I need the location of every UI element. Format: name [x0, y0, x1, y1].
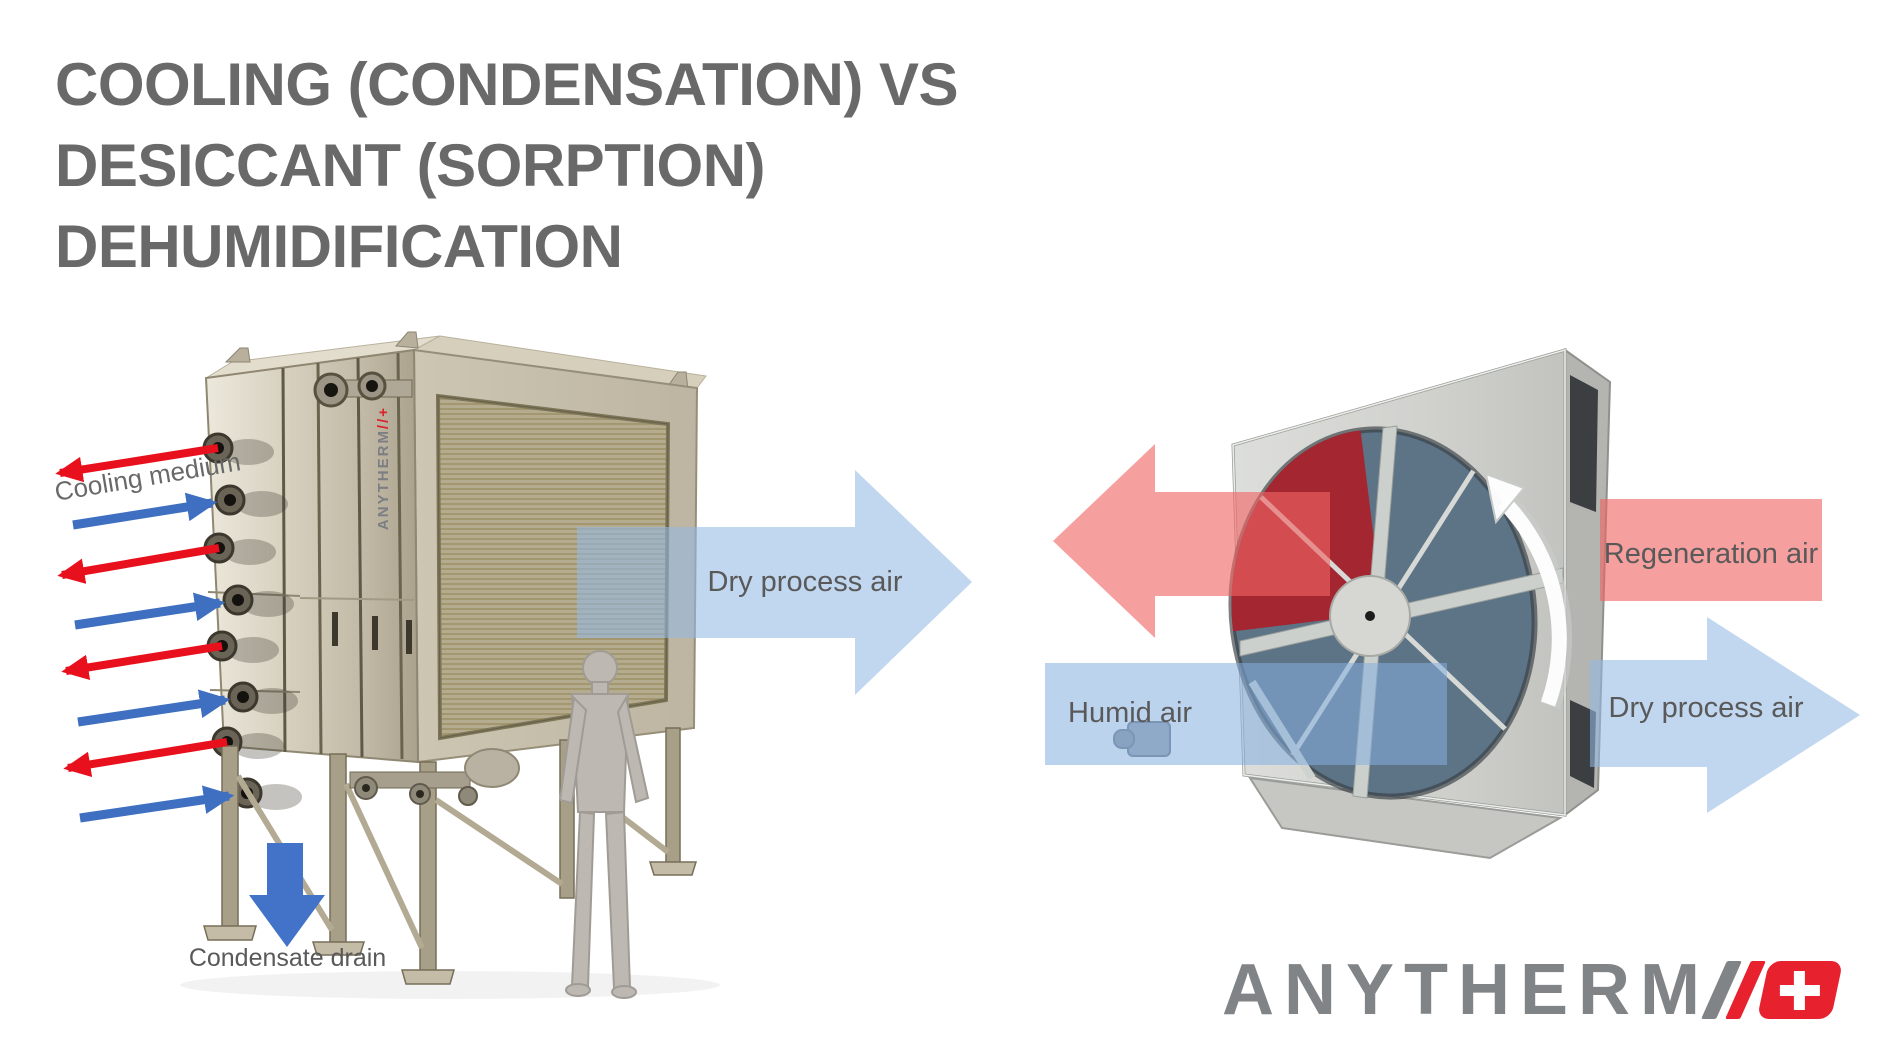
- cooling-ports: [202, 432, 302, 810]
- humid-air-label: Humid air: [1068, 697, 1193, 729]
- desiccant-wheel-unit: [1113, 348, 1612, 860]
- logo-wordmark: ANYTHERM: [1222, 950, 1710, 1030]
- dry-process-air-label-left: Dry process air: [707, 566, 903, 598]
- rotor-wheel: [1228, 426, 1538, 800]
- machine-brand-suffix: //+: [375, 405, 392, 430]
- humid-air-band: [1045, 663, 1447, 765]
- drain-piping: [349, 748, 520, 806]
- cooling-medium-label: Cooling medium: [52, 446, 243, 507]
- dry-process-air-label-right: Dry process air: [1608, 692, 1804, 724]
- rotation-arrow-icon: [1484, 472, 1573, 710]
- condensate-drain-label: Condensate drain: [188, 944, 387, 972]
- dry-process-air-arrow-right: [1590, 617, 1860, 813]
- heat-exchanger-unit: [180, 331, 720, 999]
- regeneration-air-label: Regeneration air: [1603, 538, 1819, 570]
- title-line-2: DESICCANT (SORPTION): [55, 132, 766, 199]
- person-figure: [558, 650, 650, 999]
- regeneration-exhaust-arrow: [1053, 444, 1330, 638]
- machine-brand-name: ANYTHERM: [375, 429, 392, 531]
- logo-plus-badge: [1756, 961, 1844, 1019]
- cooling-medium-out-arrows: [55, 444, 228, 778]
- title-line-3: DEHUMIDIFICATION: [55, 213, 623, 280]
- regeneration-sector: [1231, 430, 1383, 632]
- cooling-medium-in-arrows: [72, 492, 235, 823]
- machine-legs: [203, 727, 698, 985]
- condensate-drain-arrow: [249, 843, 325, 947]
- anytherm-logo: ANYTHERM: [1222, 950, 1844, 1030]
- slide-title: COOLING (CONDENSATION) VS DESICCANT (SOR…: [55, 44, 1155, 287]
- machine-brand-text: ANYTHERM//+: [375, 388, 393, 548]
- regeneration-air-band: [1600, 499, 1822, 601]
- dry-process-air-arrow-left: [577, 470, 972, 695]
- title-line-1: COOLING (CONDENSATION) VS: [55, 51, 959, 118]
